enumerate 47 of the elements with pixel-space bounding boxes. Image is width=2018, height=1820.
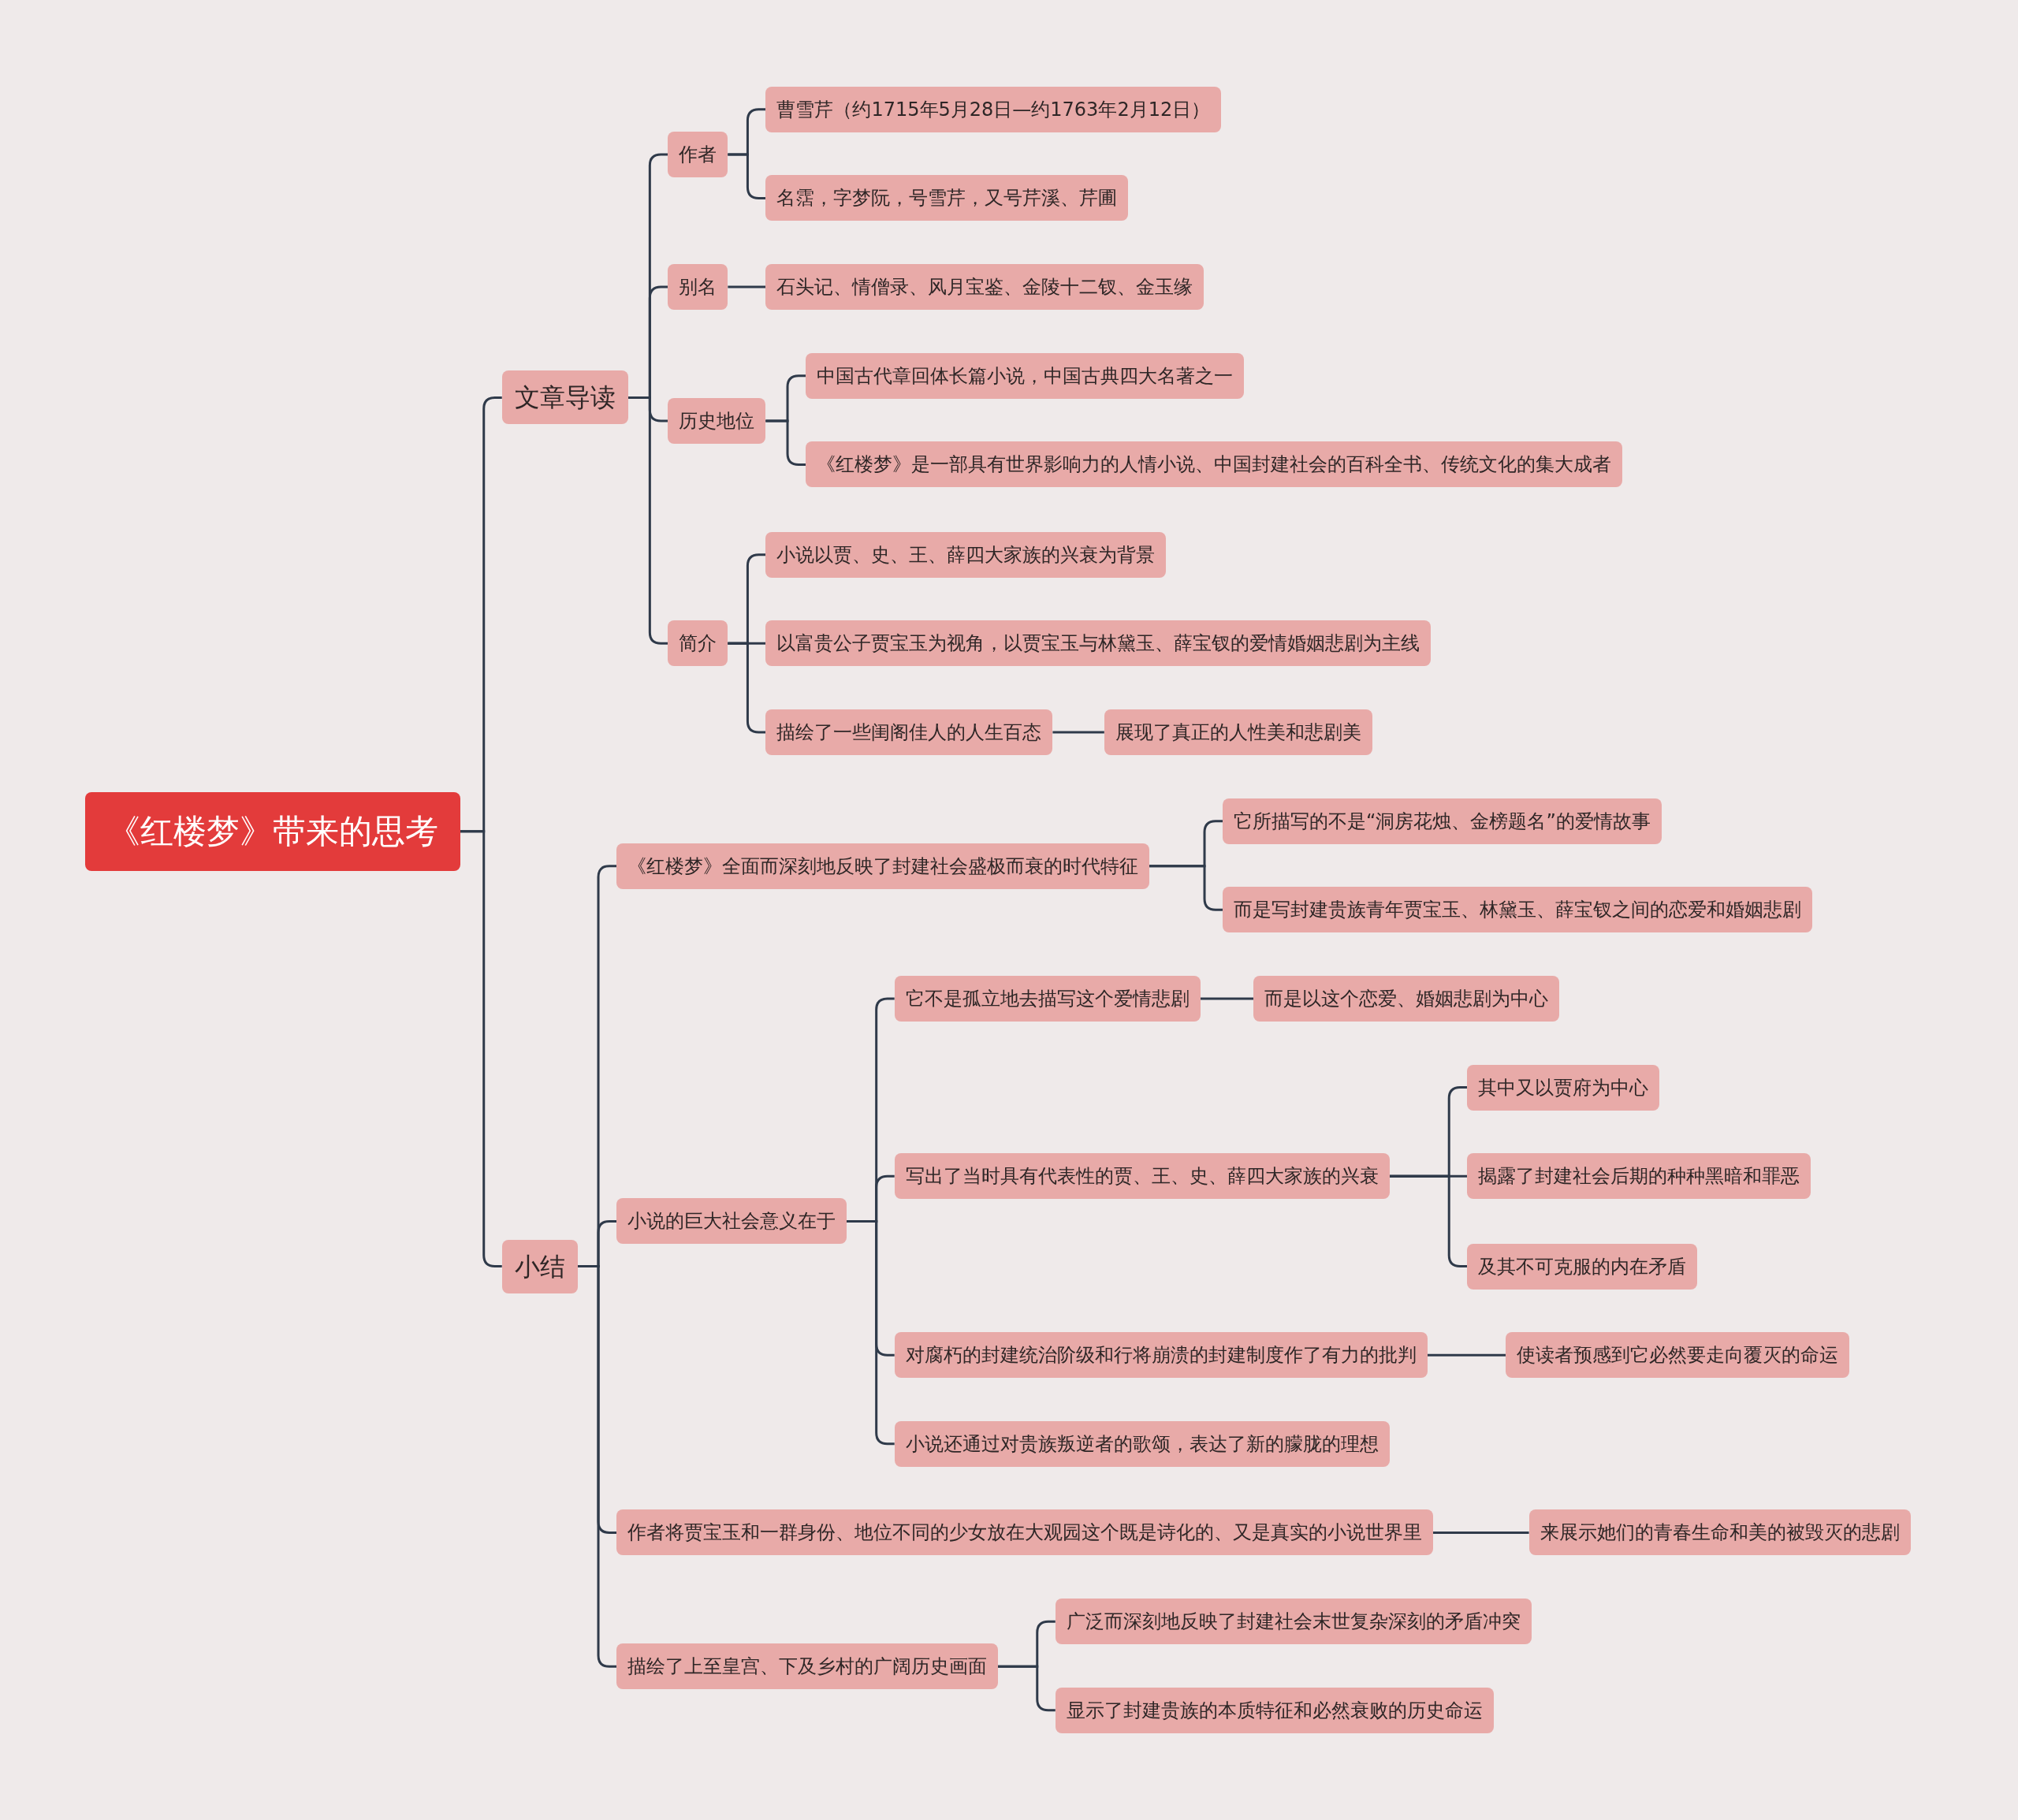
subtopic: 使读者预感到它必然要走向覆灭的命运 bbox=[1506, 1332, 1850, 1379]
subtopic: 描绘了一些闺阁佳人的人生百态 bbox=[765, 709, 1053, 755]
subtopic: 《红楼梦》是一部具有世界影响力的人情小说、中国封建社会的百科全书、传统文化的集大成者 bbox=[806, 441, 1623, 488]
connector-line bbox=[1433, 1532, 1529, 1534]
subtopic: 它不是孤立地去描写这个爱情悲剧 bbox=[894, 975, 1201, 1022]
subtopic: 小说还通过对贵族叛逆者的歌颂，表达了新的朦胧的理想 bbox=[894, 1420, 1390, 1467]
connector-line bbox=[765, 419, 806, 466]
subtopic: 历史地位 bbox=[668, 397, 766, 444]
connector-line bbox=[728, 153, 766, 199]
subtopic: 石头记、情僧录、风月宝鉴、金陵十二钗、金玉缘 bbox=[765, 264, 1204, 311]
connector-line bbox=[728, 642, 766, 734]
subtopic: 显示了封建贵族的本质特征和必然衰败的历史命运 bbox=[1055, 1687, 1494, 1733]
subtopic: 而是写封建贵族青年贾宝玉、林黛玉、薛宝钗之间的恋爱和婚姻悲剧 bbox=[1223, 887, 1812, 933]
connector-line bbox=[1149, 865, 1223, 911]
subtopic: 及其不可克服的内在矛盾 bbox=[1467, 1243, 1698, 1290]
main-topic: 小结 bbox=[501, 1239, 578, 1293]
connector-line bbox=[998, 1665, 1056, 1712]
subtopic: 对腐朽的封建统治阶级和行将崩溃的封建制度作了有力的批判 bbox=[894, 1332, 1428, 1379]
subtopic: 揭露了封建社会后期的种种黑暗和罪恶 bbox=[1467, 1153, 1811, 1200]
subtopic: 而是以这个恋爱、婚姻悲剧为中心 bbox=[1253, 975, 1560, 1022]
connector-line bbox=[1389, 1174, 1468, 1267]
subtopic: 以富贵公子贾宝玉为视角，以贾宝玉与林黛玉、薛宝钗的爱情婚姻悲剧为主线 bbox=[765, 620, 1432, 667]
connector-line bbox=[1200, 997, 1254, 1000]
root-topic: 《红楼梦》带来的思考 bbox=[84, 791, 460, 871]
subtopic: 作者 bbox=[668, 131, 728, 177]
subtopic: 中国古代章回体长篇小说，中国古典四大名著之一 bbox=[806, 352, 1245, 399]
subtopic: 展现了真正的人性美和悲剧美 bbox=[1104, 709, 1372, 755]
subtopic: 写出了当时具有代表性的贾、王、史、薛四大家族的兴衰 bbox=[894, 1153, 1390, 1200]
subtopic: 别名 bbox=[668, 264, 728, 311]
subtopic: 来展示她们的青春生命和美的被毁灭的悲剧 bbox=[1528, 1509, 1911, 1556]
subtopic: 简介 bbox=[668, 620, 728, 667]
subtopic: 小说以贾、史、王、薛四大家族的兴衰为背景 bbox=[765, 531, 1167, 578]
subtopic: 其中又以贾府为中心 bbox=[1467, 1064, 1660, 1111]
main-topic: 文章导读 bbox=[501, 370, 628, 425]
subtopic: 《红楼梦》全面而深刻地反映了封建社会盛极而衰的时代特征 bbox=[616, 843, 1150, 889]
subtopic: 作者将贾宝玉和一群身份、地位不同的少女放在大观园这个既是诗化的、又是真实的小说世界里 bbox=[616, 1509, 1434, 1556]
subtopic: 它所描写的不是“洞房花烛、金榜题名”的爱情故事 bbox=[1223, 798, 1662, 844]
connector-line bbox=[1427, 1353, 1506, 1357]
subtopic: 描绘了上至皇宫、下及乡村的广阔历史画面 bbox=[616, 1643, 999, 1690]
connector-line bbox=[1052, 731, 1104, 734]
connector-line bbox=[627, 396, 668, 645]
subtopic: 广泛而深刻地反映了封建社会末世复杂深刻的矛盾冲突 bbox=[1055, 1599, 1532, 1645]
connector-line bbox=[728, 285, 766, 288]
subtopic: 小说的巨大社会意义在于 bbox=[616, 1198, 847, 1245]
connector-line bbox=[460, 830, 502, 1267]
subtopic: 名霑，字梦阮，号雪芹，又号芹溪、芹圃 bbox=[765, 175, 1129, 221]
subtopic: 曹雪芹（约1715年5月28日—约1763年2月12日） bbox=[765, 86, 1222, 132]
